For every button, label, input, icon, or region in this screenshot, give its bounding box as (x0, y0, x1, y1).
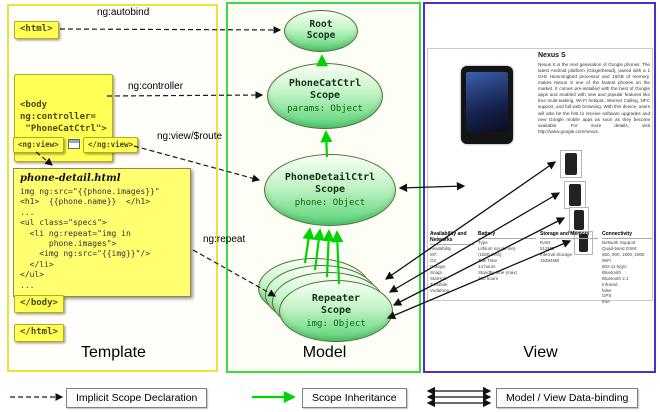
template-panel-label: Template (81, 344, 146, 361)
list-line: Vodafone (430, 287, 450, 293)
ng-view-open-tag: <ng:view> (13, 137, 64, 153)
phone-name-title: Nexus S (538, 52, 566, 59)
list-line: Network Support (602, 240, 636, 245)
phone-screen (466, 72, 508, 132)
code-file-name: phone-detail.html (20, 173, 121, 184)
phonecatctrl-scope-ellipse: PhoneCatCtrl Scope params: Object (267, 63, 383, 129)
list-line: </ul> (20, 270, 45, 280)
thumbnail-phone-shape (565, 153, 577, 175)
model-panel-label: Model (302, 344, 347, 361)
thumbnail-phone-shape (578, 233, 589, 253)
list-line: Bluetooth (602, 269, 622, 275)
code-lines: img ng:src="{{phone.images}}"<h1> {{phon… (20, 187, 184, 291)
scope-name: Scope (306, 30, 336, 41)
list-line: ... (20, 207, 35, 217)
body-close-tag: </body> (14, 295, 64, 313)
thumbnail-phone-shape (573, 209, 585, 231)
list-line: true (602, 299, 610, 305)
list-line: ng:controller= (20, 112, 96, 123)
list-line: 850, 900, 1800, 1900 (602, 251, 645, 257)
scope-name: Scope (314, 183, 346, 195)
phone-thumbnail (564, 181, 586, 209)
legend-model-view-data-binding: Model / View Data-binding (496, 388, 639, 408)
scope-name: Scope (309, 89, 341, 101)
ng-autobind-label: ng:autobind (97, 7, 150, 18)
scope-name: Scope (320, 304, 352, 316)
ng-view-close-tag: </ng:view> (83, 137, 139, 153)
list-line: 802.11 b/g/n (602, 263, 627, 269)
browser-window-icon (68, 139, 80, 149)
list-line: "PhoneCatCtrl"> (20, 123, 107, 134)
scope-property: phone: Object (294, 198, 366, 208)
phone-detail-code-box: phone-detail.html img ng:src="{{phone.im… (13, 168, 191, 297)
scope-property: params: Object (287, 104, 363, 114)
list-line: Bluetooth 2.1 (602, 275, 629, 281)
thumbnail-phone-shape (569, 184, 581, 206)
legend-scope-inheritance: Scope Inheritance (302, 388, 407, 408)
list-line: <li ng:repeat="img in (20, 228, 131, 238)
spec-heading: Storage and Memory (540, 231, 598, 239)
spec-heading: Battery (478, 231, 536, 239)
list-line: WiFi (602, 257, 611, 263)
scope-name: PhoneDetailCtrl (284, 172, 376, 183)
scope-name: PhoneCatCtrl (288, 78, 362, 89)
ng-view-route-label: ng:view/$route (157, 131, 223, 142)
window-titlebar (69, 140, 79, 143)
legend-implicit-scope-declaration: Implicit Scope Declaration (66, 388, 208, 408)
list-line: phone.images"> (20, 238, 117, 248)
list-line: ... (20, 280, 35, 290)
spec-heading: Availability and Networks (430, 231, 474, 245)
list-line: Infrared (602, 281, 618, 287)
phone-image-large (461, 66, 513, 144)
list-line: GPS (602, 293, 612, 299)
spec-heading: Connectivity (602, 231, 652, 239)
list-line: <ul class="specs"> (20, 218, 107, 228)
list-line: img ng:src="{{phone.images}}" (20, 187, 160, 196)
list-line: <body (20, 100, 48, 111)
list-line: 16384MB (540, 257, 560, 263)
phone-thumbnail (574, 231, 593, 255)
list-line: <h1> {{phone.name}} </h1> (20, 197, 151, 207)
repeater-scope-ellipse: Repeater Scope img: Object (279, 280, 393, 342)
list-line: </li> (20, 259, 54, 269)
list-line: false (602, 287, 612, 293)
view-panel-label: View (523, 344, 558, 361)
html-open-tag: <html> (14, 21, 59, 39)
phone-thumbnail (569, 207, 589, 233)
html-close-tag: </html> (14, 324, 64, 342)
ng-repeat-label: ng:repeat (203, 234, 246, 245)
phonedetailctrl-scope-ellipse: PhoneDetailCtrl Scope phone: Object (264, 154, 396, 226)
scope-name: Root (309, 19, 333, 31)
list-line: Quad-band GSM: (602, 245, 638, 251)
list-line: <img ng:src="{{img}}"/> (20, 249, 151, 259)
ng-controller-label: ng:controller (128, 81, 184, 92)
scope-property: img: Object (306, 319, 366, 329)
list-line: 300 hours (478, 275, 499, 281)
phone-description: Nexus S is the next generation of Google… (538, 62, 650, 134)
scope-name: Repeater (311, 293, 361, 304)
phone-thumbnail (560, 150, 582, 178)
root-scope-ellipse: Root Scope (284, 10, 358, 52)
